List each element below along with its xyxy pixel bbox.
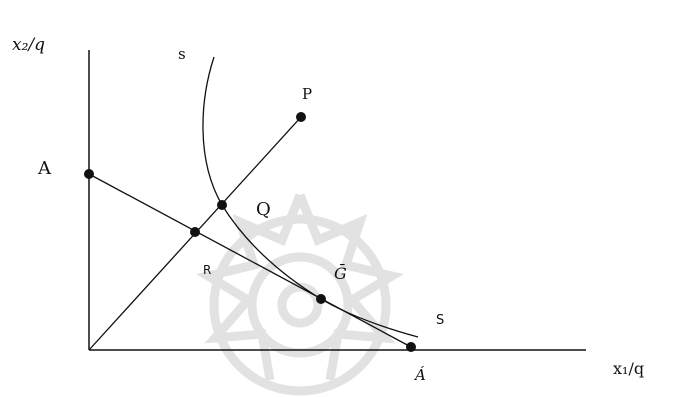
x-axis-label: x₁/q [613, 359, 644, 378]
label-r: R [203, 263, 211, 277]
point-q-prime [316, 294, 326, 304]
isocost-line [88, 173, 412, 348]
label-a-prime: Á [413, 366, 426, 384]
label-a: A [37, 158, 52, 179]
point-q [217, 200, 227, 210]
label-q-prime: Ḡ [334, 262, 347, 283]
point-a-prime [406, 342, 416, 352]
label-curve-s-bottom: S [436, 313, 444, 328]
y-axis-label: x₂/q [12, 35, 45, 55]
point-a [84, 169, 94, 179]
label-curve-s-top: s [178, 45, 186, 63]
isoquant-curve [202, 56, 419, 338]
label-q: Q [256, 199, 271, 220]
point-r [190, 227, 200, 237]
label-p: P [302, 85, 312, 103]
point-p [296, 112, 306, 122]
